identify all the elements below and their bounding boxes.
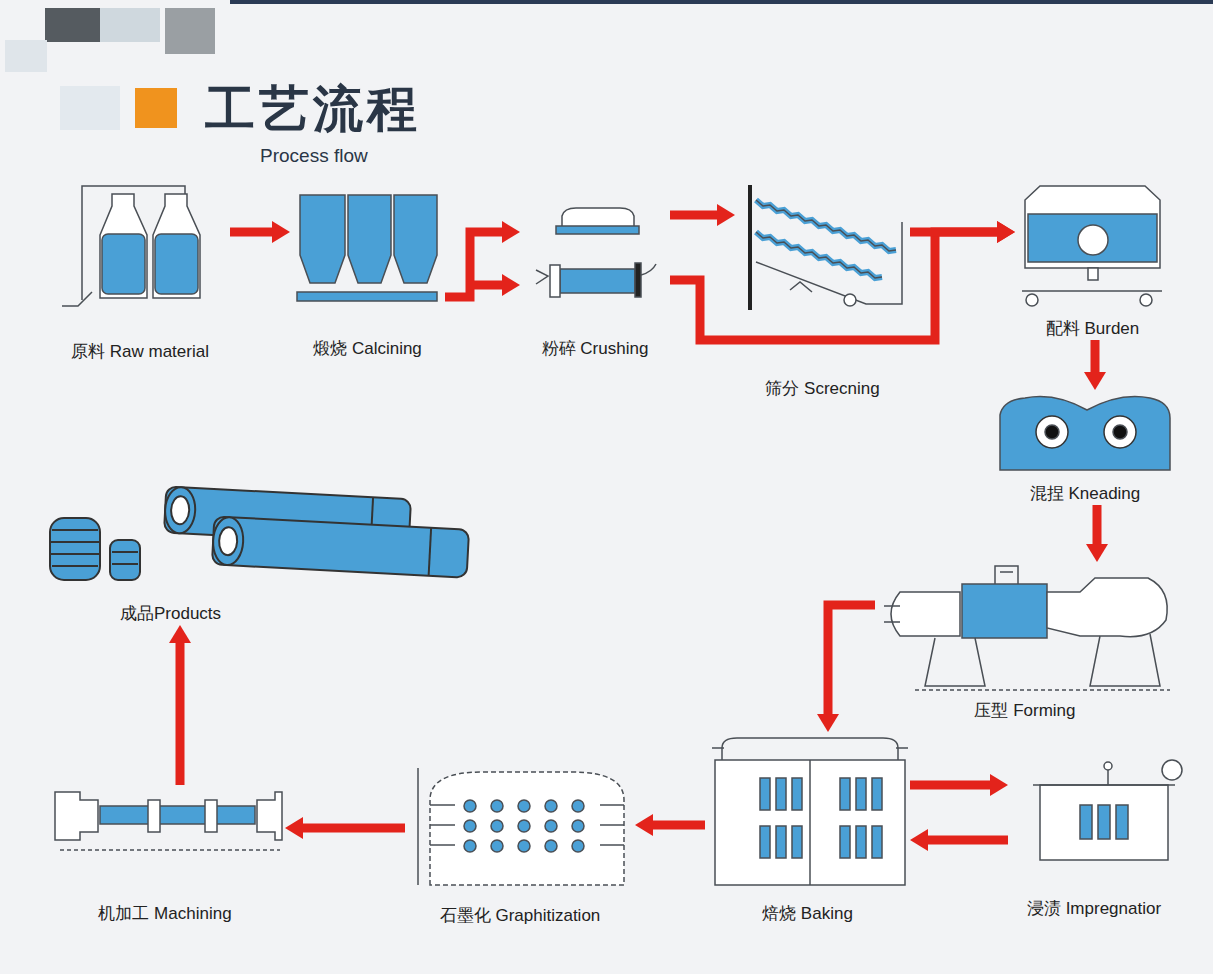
flow-arrow <box>670 221 1015 340</box>
stage-label: 焙烧 Baking <box>760 903 855 925</box>
process-stage: 压型 Forming <box>875 562 1175 722</box>
flow-line <box>926 836 1008 845</box>
process-stage: 粉碎 Crushing <box>520 200 670 360</box>
flow-arrow <box>670 204 735 226</box>
arrow-head <box>997 221 1015 243</box>
process-stage: 煅烧 Calcining <box>290 185 445 360</box>
stage-label: 机加工 Machining <box>96 903 233 925</box>
arrow-head <box>997 221 1015 243</box>
flow-arrow <box>910 829 1008 851</box>
flow-line <box>1091 340 1100 374</box>
flow-arrow <box>230 221 290 243</box>
flow-line <box>445 232 504 297</box>
process-stage: 原料 Raw material <box>50 178 230 363</box>
arrow-head <box>817 714 839 732</box>
process-stage: 机加工 Machining <box>45 785 285 925</box>
arrow-head <box>272 221 290 243</box>
flow-line <box>670 211 719 220</box>
arrow-head <box>990 774 1008 796</box>
stage-label: 粉碎 Crushing <box>540 338 651 360</box>
flow-arrow <box>817 605 875 732</box>
subtitle: Process flow <box>260 145 368 167</box>
stage-label: 石墨化 Graphitization <box>438 905 603 927</box>
arrow-head <box>285 817 303 839</box>
flow-arrow <box>285 817 405 839</box>
stage-label: 配料 Burden <box>1044 318 1142 340</box>
process-stage: 石墨化 Graphitization <box>405 762 635 927</box>
flow-arrow <box>1084 340 1106 390</box>
arrow-head <box>717 204 735 226</box>
flow-line <box>1093 505 1102 546</box>
arrow-head <box>502 221 520 243</box>
arrow-head <box>1086 544 1108 562</box>
flow-line <box>670 232 999 340</box>
arrow-head <box>910 829 928 851</box>
flow-arrow <box>169 625 191 785</box>
arrow-head <box>502 274 520 296</box>
flow-arrow <box>1086 505 1108 562</box>
flow-line <box>470 281 504 290</box>
flow-arrow <box>910 774 1008 796</box>
flow-line <box>910 781 992 790</box>
process-stage: 混捏 Kneading <box>995 390 1175 505</box>
stage-label: 浸渍 Impregnatior <box>1025 898 1163 920</box>
flow-line <box>176 641 185 785</box>
flow-line <box>651 821 705 830</box>
process-stage: 浸渍 Impregnatior <box>1008 752 1180 920</box>
arrow-head <box>169 625 191 643</box>
stage-label: 混捏 Kneading <box>1028 483 1143 505</box>
process-stage: 筛分 Screcning <box>735 182 910 400</box>
stage-label: 原料 Raw material <box>69 341 211 363</box>
process-stage: 成品Products <box>40 485 480 625</box>
flow-line <box>230 228 274 237</box>
flow-line <box>301 824 405 833</box>
flow-arrow <box>910 221 1015 243</box>
stage-label: 筛分 Screcning <box>763 378 881 400</box>
diagram-title: 工艺流程 <box>205 76 421 143</box>
process-stage: 焙烧 Baking <box>705 732 910 925</box>
flow-line <box>828 605 875 716</box>
stage-label: 压型 Forming <box>972 700 1077 722</box>
flow-arrow <box>635 814 705 836</box>
stage-label: 成品Products <box>118 603 223 625</box>
flow-line <box>910 228 999 237</box>
process-stage: 配料 Burden <box>1015 182 1170 340</box>
stage-label: 煅烧 Calcining <box>311 338 424 360</box>
arrow-head <box>635 814 653 836</box>
flow-arrow <box>445 221 520 297</box>
arrow-head <box>1084 372 1106 390</box>
